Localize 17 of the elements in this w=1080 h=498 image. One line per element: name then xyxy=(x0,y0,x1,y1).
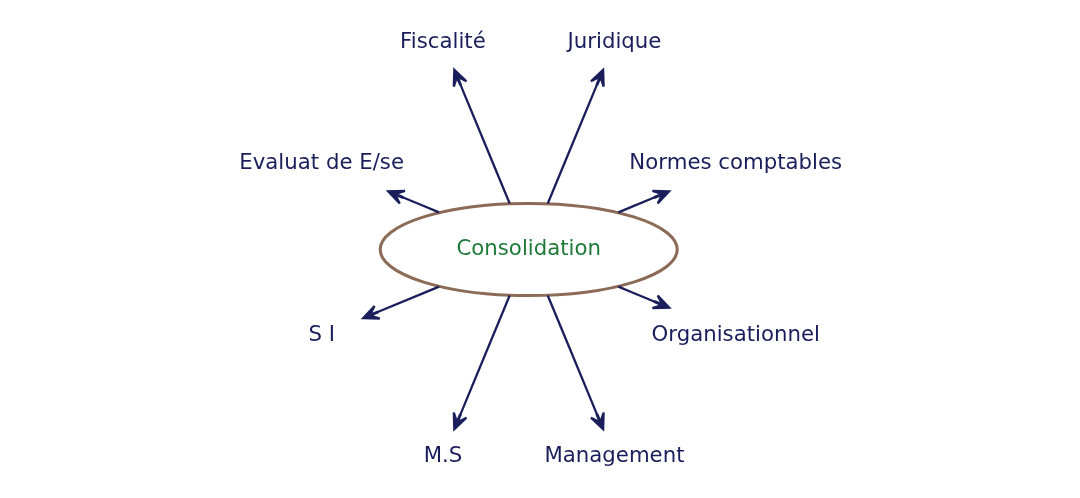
node-text: Juridique xyxy=(567,27,661,53)
node-text: Fiscalité xyxy=(399,27,486,53)
arrow xyxy=(452,68,511,204)
node-text: M.S xyxy=(423,441,462,467)
arrow xyxy=(452,294,511,430)
node-text: Management xyxy=(543,441,685,467)
arrow xyxy=(361,285,440,320)
node-ellipse: Consolidation xyxy=(378,201,679,297)
arrow xyxy=(546,294,605,430)
node-text: Evaluat de E/se xyxy=(238,148,404,174)
node-text: S I xyxy=(307,320,335,346)
arrow xyxy=(617,285,670,309)
node-text: Organisationnel xyxy=(651,320,820,346)
arrow xyxy=(386,189,440,213)
arrow xyxy=(546,68,605,204)
arrow xyxy=(617,189,670,213)
node-text: Normes comptables xyxy=(628,148,842,174)
